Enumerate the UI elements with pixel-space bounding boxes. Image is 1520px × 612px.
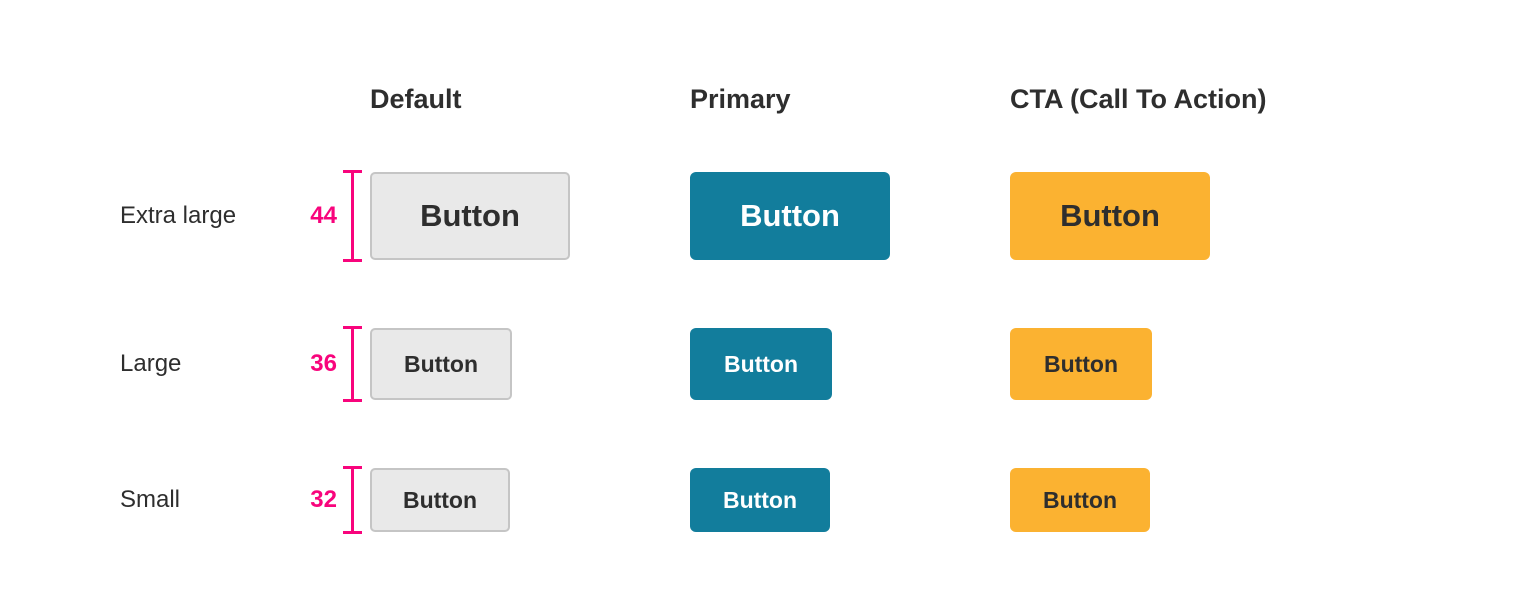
button-label: Button (723, 350, 799, 377)
row-label-small: Small (120, 486, 181, 513)
button-label: Button (722, 486, 798, 513)
cta-button-large[interactable]: Button (1010, 328, 1152, 400)
spec-row-extra-large: Extra large 44 Button Button Button (0, 170, 1520, 262)
measure-stem (351, 326, 354, 402)
primary-button-small[interactable]: Button (690, 468, 830, 532)
row-label-large: Large (120, 350, 182, 377)
button-label: Button (1060, 198, 1160, 233)
spec-row-large: Large 36 Button Button Button (0, 326, 1520, 402)
measure-cap-bottom (343, 399, 362, 402)
button-label: Button (403, 350, 479, 377)
column-header-primary: Primary (690, 84, 791, 114)
primary-button-extra-large[interactable]: Button (690, 172, 890, 260)
button-label: Button (402, 486, 478, 513)
spec-row-small: Small 32 Button Button Button (0, 466, 1520, 534)
size-value-extra-large: 44 (310, 202, 337, 229)
row-label-extra-large: Extra large (120, 202, 237, 229)
height-measure-bracket (343, 326, 362, 402)
size-value-large: 36 (310, 350, 337, 377)
default-button-extra-large[interactable]: Button (370, 172, 570, 260)
default-button-large[interactable]: Button (370, 328, 512, 400)
measure-stem (351, 466, 354, 534)
measure-cap-bottom (343, 259, 362, 262)
column-header-default: Default (370, 84, 462, 114)
primary-button-large[interactable]: Button (690, 328, 832, 400)
button-label: Button (1042, 486, 1118, 513)
measure-cap-bottom (343, 531, 362, 534)
column-header-cta: CTA (Call To Action) (1010, 84, 1267, 114)
cta-button-small[interactable]: Button (1010, 468, 1150, 532)
height-measure-bracket (343, 466, 362, 534)
cta-button-extra-large[interactable]: Button (1010, 172, 1210, 260)
button-label: Button (740, 198, 840, 233)
measure-stem (351, 170, 354, 262)
default-button-small[interactable]: Button (370, 468, 510, 532)
button-label: Button (1043, 350, 1119, 377)
height-measure-bracket (343, 170, 362, 262)
size-value-small: 32 (310, 486, 337, 513)
button-label: Button (420, 198, 520, 233)
